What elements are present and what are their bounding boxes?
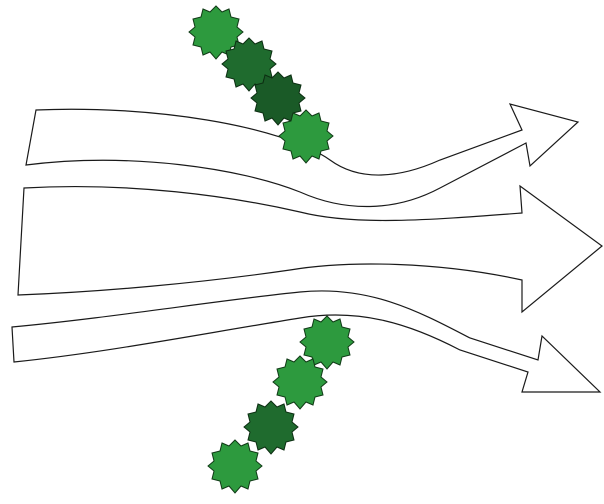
lower-flow-arrow: [11, 290, 602, 393]
middle-flow-arrow: [17, 184, 603, 314]
shrub: [272, 355, 328, 410]
lower-shrub-group: [207, 315, 355, 494]
shrub: [243, 400, 299, 455]
shrub: [207, 439, 263, 494]
